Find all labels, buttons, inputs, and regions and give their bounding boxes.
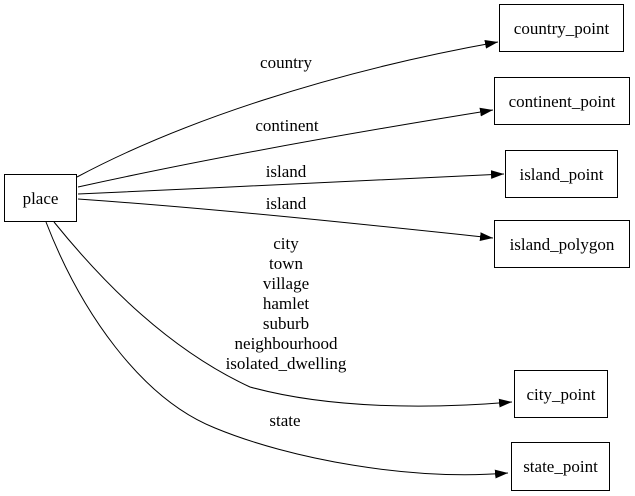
- node-continent_point-label: continent_point: [508, 91, 616, 111]
- edge-label-country: country: [260, 53, 312, 72]
- node-country_point: country_point: [499, 4, 624, 52]
- node-state_point: state_point: [511, 442, 610, 491]
- node-island_point-label: island_point: [519, 164, 604, 184]
- node-city_point-label: city_point: [526, 384, 596, 404]
- node-island_point: island_point: [505, 150, 618, 198]
- node-country_point-label: country_point: [513, 18, 610, 38]
- edge-label-state: state: [269, 411, 301, 430]
- node-place-label: place: [22, 188, 59, 208]
- node-state_point-label: state_point: [523, 457, 598, 476]
- edge-label-city-group: city town village hamlet suburb neighbou…: [225, 234, 347, 373]
- edge-place-city_point: [53, 221, 513, 408]
- edge-label-island-polygon: island: [265, 194, 307, 213]
- node-island_polygon-label: island_polygon: [509, 234, 615, 254]
- edge-place-island_point: [77, 170, 505, 195]
- node-island_polygon: island_polygon: [494, 220, 630, 268]
- edge-place-state_point: [45, 221, 509, 479]
- node-continent_point: continent_point: [494, 77, 630, 125]
- edge-place-island_polygon: [77, 198, 494, 242]
- edge-place-country_point: [76, 39, 499, 178]
- edge-label-continent: continent: [255, 116, 319, 135]
- node-city_point: city_point: [514, 370, 608, 418]
- node-place: place: [4, 174, 77, 222]
- edge-label-island-point: island: [265, 162, 307, 181]
- edge-place-continent_point: [77, 107, 494, 188]
